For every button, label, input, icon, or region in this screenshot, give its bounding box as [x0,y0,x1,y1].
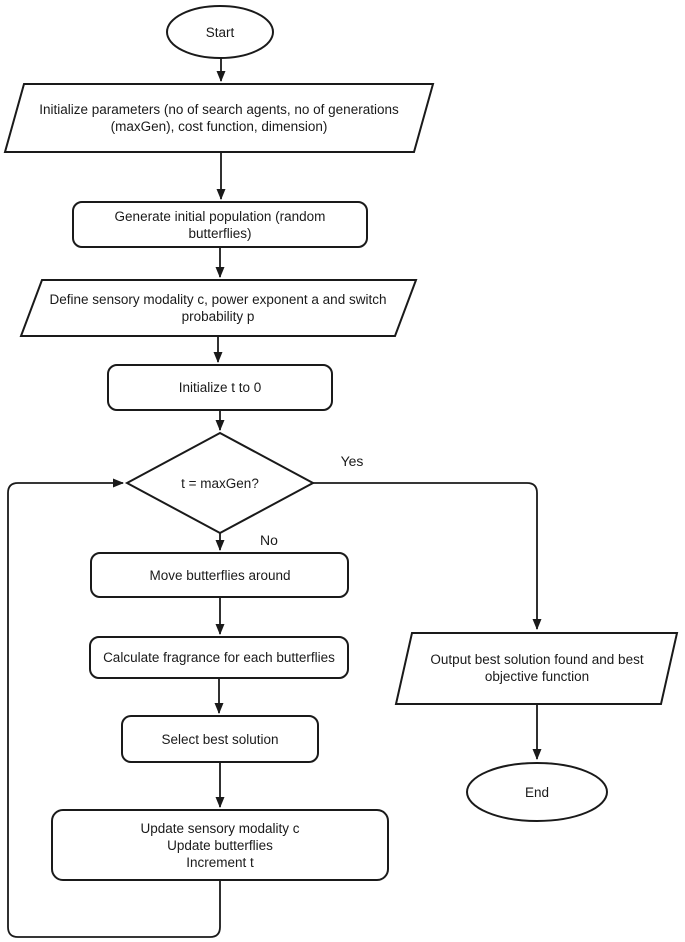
node-update-loop: Update sensory modality c Update butterf… [51,809,389,881]
node-select-best-label: Select best solution [161,732,278,747]
process-rect-shape [51,809,389,881]
edge-update-loopback-to-decision [7,478,221,938]
node-output-solution-line2: objective function [485,669,589,684]
decision-diamond-shape [124,431,316,535]
process-rect-shape [89,636,349,679]
node-generate-population-line1: Generate initial population (random [115,209,326,224]
node-init-params-line1: Initialize parameters (no of search agen… [39,102,399,117]
node-calculate-fragrance: Calculate fragrance for each butterflies [89,636,349,679]
node-define-modality-line2: probability p [182,309,255,324]
edge-label-yes: Yes [341,453,364,469]
node-define-modality: Define sensory modality c, power exponen… [19,279,418,337]
edge-decision-yes-to-output [313,482,542,630]
node-initialize-t: Initialize t to 0 [107,364,333,411]
node-init-params: Initialize parameters (no of search agen… [3,83,435,153]
process-rect-shape [107,364,333,411]
node-check-maxgen-label: t = maxGen? [181,476,259,491]
node-calculate-fragrance-label: Calculate fragrance for each butterflies [103,650,335,665]
node-start-label: Start [206,25,235,40]
node-end-label: End [525,785,549,800]
node-move-butterflies: Move butterflies around [90,552,349,598]
process-rect-shape [121,715,319,763]
terminator-shape [166,5,274,59]
terminator-shape [466,762,608,822]
node-move-butterflies-label: Move butterflies around [149,568,290,583]
process-rect-shape [90,552,349,598]
node-update-loop-line1: Update sensory modality c [140,821,299,836]
node-output-solution: Output best solution found and best obje… [394,632,679,705]
node-generate-population-line2: butterflies) [188,226,251,241]
node-select-best: Select best solution [121,715,319,763]
node-end: End [466,762,608,822]
node-initialize-t-label: Initialize t to 0 [179,380,262,395]
node-start: Start [166,5,274,59]
node-generate-population: Generate initial population (random butt… [72,201,368,248]
node-define-modality-line1: Define sensory modality c, power exponen… [50,292,387,307]
io-parallelogram-shape [3,83,435,153]
node-update-loop-line3: Increment t [186,855,254,870]
process-rect-shape [72,201,368,248]
node-update-loop-line2: Update butterflies [167,838,273,853]
edge-label-no: No [260,532,278,548]
io-parallelogram-shape [394,632,679,705]
io-parallelogram-shape [19,279,418,337]
node-output-solution-line1: Output best solution found and best [430,652,643,667]
node-check-maxgen: t = maxGen? [124,431,316,535]
node-init-params-line2: (maxGen), cost function, dimension) [111,119,328,134]
